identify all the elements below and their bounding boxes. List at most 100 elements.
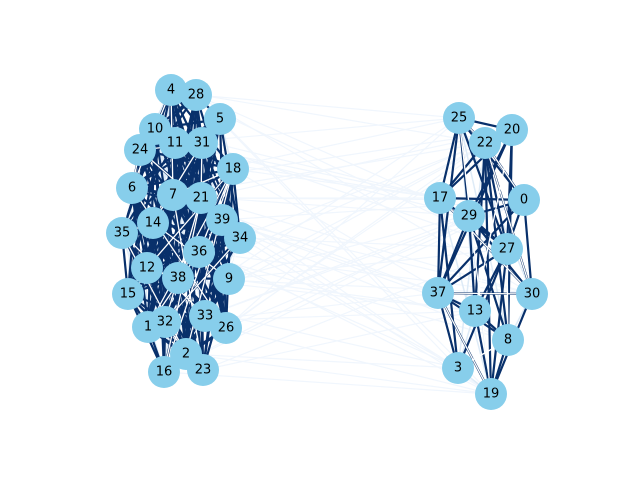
node-circle — [180, 79, 212, 111]
node-circle — [475, 378, 507, 410]
node-label: 33 — [197, 309, 214, 324]
node-label: 22 — [477, 136, 494, 151]
node-circle — [112, 278, 144, 310]
node-circle — [443, 102, 475, 134]
node-16: 16 — [148, 356, 180, 388]
node-circle — [424, 182, 456, 214]
inter-cluster-edge — [201, 142, 508, 250]
node-label: 11 — [167, 136, 184, 151]
intra-cluster-edge — [130, 167, 235, 190]
node-circle — [159, 127, 191, 159]
weak-edge — [439, 197, 492, 395]
node-label: 31 — [194, 136, 211, 151]
node-label: 27 — [499, 242, 516, 257]
node-circle — [204, 103, 236, 135]
node-18: 18 — [217, 153, 249, 185]
node-38: 38 — [162, 262, 194, 294]
intra-cluster-edge — [467, 214, 510, 342]
node-circle — [206, 204, 238, 236]
intra-cluster-edge — [489, 247, 509, 396]
inter-cluster-edge — [228, 129, 513, 280]
node-circle — [116, 172, 148, 204]
inter-cluster-edge — [195, 94, 460, 119]
node-circle — [124, 134, 156, 166]
node-circle — [492, 324, 524, 356]
node-label: 17 — [432, 191, 449, 206]
node-15: 15 — [112, 278, 144, 310]
node-4: 4 — [155, 74, 187, 106]
node-label: 38 — [170, 271, 187, 286]
node-circle — [491, 233, 523, 265]
node-label: 4 — [167, 83, 175, 98]
node-label: 9 — [225, 272, 233, 287]
node-label: 3 — [454, 361, 462, 376]
node-circle — [148, 356, 180, 388]
node-circle — [189, 300, 221, 332]
inter-cluster-edge — [228, 248, 508, 280]
node-label: 18 — [225, 162, 242, 177]
node-label: 2 — [182, 347, 190, 362]
light-edge — [458, 117, 492, 395]
node-circle — [137, 207, 169, 239]
inter-cluster-edge — [163, 371, 492, 395]
node-36: 36 — [183, 236, 215, 268]
light-edge — [437, 292, 492, 395]
node-7: 7 — [157, 179, 189, 211]
node-11: 11 — [159, 127, 191, 159]
node-28: 28 — [180, 79, 212, 111]
node-circle — [453, 200, 485, 232]
node-6: 6 — [116, 172, 148, 204]
intra-cluster-edge — [483, 141, 493, 396]
node-label: 19 — [483, 387, 500, 402]
node-label: 10 — [147, 122, 164, 137]
intra-cluster-edge — [457, 116, 526, 202]
node-label: 26 — [218, 321, 235, 336]
inter-cluster-edge — [239, 237, 508, 250]
node-label: 14 — [145, 216, 162, 231]
node-label: 25 — [451, 111, 468, 126]
node-circle — [106, 217, 138, 249]
inter-cluster-edge — [202, 248, 508, 371]
node-circle — [422, 277, 454, 309]
node-29: 29 — [453, 200, 485, 232]
node-label: 12 — [139, 261, 156, 276]
node-label: 7 — [169, 188, 177, 203]
inter-cluster-edge — [163, 215, 470, 373]
light-edge — [146, 168, 234, 269]
node-circle — [516, 278, 548, 310]
node-circle — [183, 236, 215, 268]
node-label: 29 — [461, 209, 478, 224]
node-label: 28 — [188, 88, 205, 103]
node-30: 30 — [516, 278, 548, 310]
node-5: 5 — [204, 103, 236, 135]
node-32: 32 — [149, 306, 181, 338]
node-label: 0 — [520, 193, 528, 208]
node-label: 16 — [156, 365, 173, 380]
node-3: 3 — [442, 352, 474, 384]
node-label: 15 — [120, 287, 137, 302]
light-edge — [164, 197, 202, 323]
inter-cluster-edge — [200, 129, 513, 199]
light-edge — [164, 237, 241, 323]
inter-cluster-edge — [185, 129, 513, 355]
node-circle — [131, 252, 163, 284]
node-9: 9 — [213, 263, 245, 295]
intra-cluster-edge — [176, 141, 204, 280]
node-circle — [213, 263, 245, 295]
node-circle — [155, 74, 187, 106]
node-12: 12 — [131, 252, 163, 284]
intra-cluster-edge — [436, 198, 526, 295]
node-23: 23 — [187, 354, 219, 386]
node-label: 35 — [114, 226, 131, 241]
inter-cluster-edge — [202, 310, 476, 371]
node-14: 14 — [137, 207, 169, 239]
node-22: 22 — [469, 127, 501, 159]
node-circle — [185, 182, 217, 214]
inter-cluster-edge — [185, 353, 459, 369]
node-circle — [186, 127, 218, 159]
inter-cluster-edge — [232, 168, 441, 199]
inter-cluster-edge — [225, 117, 460, 329]
node-0: 0 — [508, 184, 540, 216]
inter-cluster-edge — [204, 215, 470, 317]
node-label: 1 — [144, 320, 152, 335]
